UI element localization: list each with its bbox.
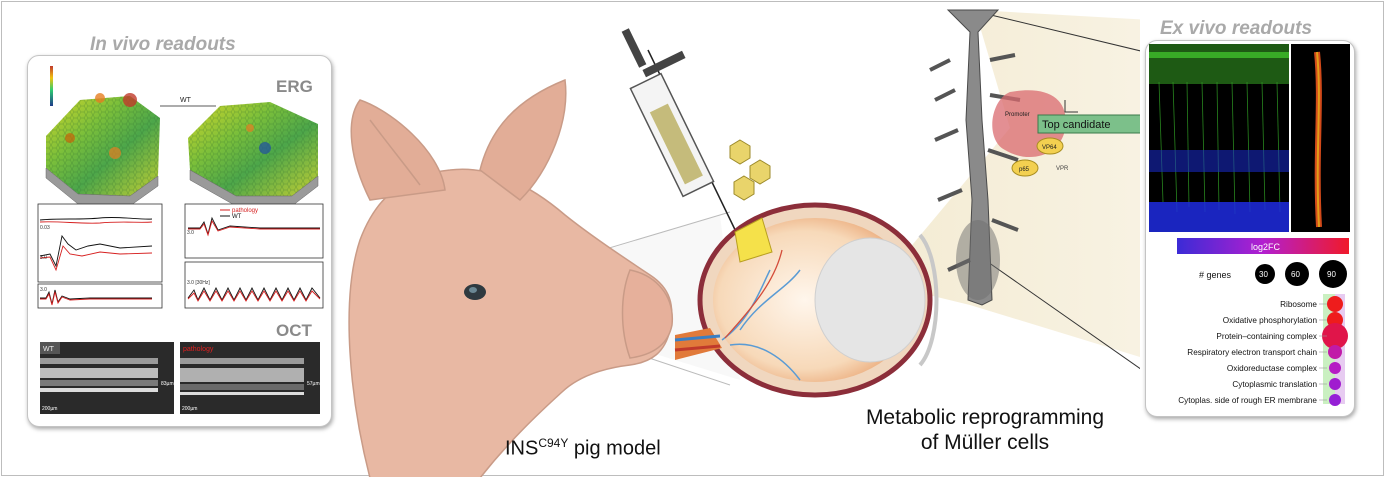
- trace-label: 3.0: [40, 255, 47, 261]
- enrichment-term: Protein–containing complex: [1216, 332, 1317, 341]
- erg-trace-box-3: [184, 203, 324, 259]
- enrichment-term: Oxidative phosphorylation: [1223, 316, 1318, 325]
- legend-wt: WT: [232, 214, 242, 220]
- oct-pathology-image: [180, 342, 320, 414]
- pig-illustration: [348, 78, 673, 477]
- erg-map-label: WT: [180, 97, 192, 104]
- erg-trace-box-1: [37, 203, 163, 283]
- enrichment-term: Ribosome: [1280, 300, 1317, 309]
- syringe-illustration: [621, 28, 741, 241]
- muller-caption-line2: of Müller cells: [920, 431, 1050, 454]
- enrichment-dot: [1322, 323, 1348, 349]
- enrichment-term: Respiratory electron transport chain: [1187, 348, 1317, 357]
- oct-label: OCT: [276, 321, 312, 340]
- trace-label: 3.0: [187, 230, 194, 236]
- erg-trace-box-2: [37, 283, 163, 309]
- enrichment-dot: [1329, 394, 1341, 406]
- exvivo-title: Ex vivo readouts: [1160, 18, 1313, 39]
- pig-caption-prefix: INS: [505, 437, 539, 460]
- promoter-label: Promoter: [1005, 112, 1030, 118]
- erg-label: ERG: [276, 77, 313, 96]
- center-illustration: Top candidate Promoter VP64 p65 VPR: [348, 9, 1140, 477]
- gene-size-30: 30: [1259, 270, 1268, 279]
- enrichment-dot: [1328, 345, 1342, 359]
- enrichment-term: Cytoplas. side of rough ER membrane: [1178, 396, 1317, 405]
- gene-size-90: 90: [1327, 270, 1336, 279]
- top-candidate-label: Top candidate: [1042, 119, 1111, 131]
- oct-pathology-label: pathology: [183, 346, 214, 353]
- gene-size-dot-60: [1285, 262, 1309, 286]
- transcription-construct: [992, 90, 1140, 177]
- pig-model-caption: INSC94Y pig model: [505, 436, 661, 461]
- muller-cell-illustration: [929, 9, 1021, 306]
- colorbar-label: log2FC: [1251, 242, 1281, 252]
- oct-wt-label: WT: [43, 346, 55, 353]
- enrichment-term: Oxidoreductase complex: [1227, 364, 1317, 373]
- genes-label: # genes: [1199, 270, 1232, 280]
- enrichment-dot: [1329, 362, 1341, 374]
- gene-size-dot-90: [1319, 260, 1347, 288]
- oct-wt-image: [40, 342, 174, 414]
- erg-trace-box-4: [184, 261, 324, 309]
- oct-thickness-wt: 83µm: [161, 381, 174, 387]
- legend-pathology: pathology: [232, 208, 258, 214]
- enrichment-term: Cytoplasmic translation: [1232, 380, 1317, 389]
- trace-label: 3.0: [40, 287, 47, 293]
- oct-scale-pathology: 200µm: [182, 406, 197, 412]
- oct-thickness-pathology: 57µm: [307, 381, 320, 387]
- enrichment-dot: [1329, 378, 1341, 390]
- erg-map-wt: [188, 102, 319, 207]
- log2fc-colorbar: [1177, 238, 1349, 254]
- erg-map-pathology: [45, 93, 160, 207]
- gene-size-dot-30: [1255, 264, 1275, 284]
- pig-caption-suffix: pig model: [568, 437, 661, 460]
- enrichment-dot: [1327, 296, 1343, 312]
- p65-label: p65: [1019, 167, 1030, 173]
- immunostaining-image: [1149, 44, 1350, 232]
- erg-colorscale: [50, 66, 53, 106]
- muller-caption: Metabolic reprogramming of Müller cells: [845, 405, 1125, 455]
- aav-particles: [729, 139, 771, 201]
- trace-label: 3.0 [30Hz]: [187, 280, 210, 286]
- vpr-label: VPR: [1056, 166, 1069, 172]
- invivo-graphics: WT 0.03 3.0 3.0 pathology WT 3.0 3.0 [30…: [37, 66, 324, 414]
- trace-label: 0.03: [40, 225, 50, 231]
- eye-cross-section: [674, 202, 939, 398]
- muller-caption-line1: Metabolic reprogramming: [865, 406, 1105, 429]
- exvivo-graphics: log2FC # genes 30 60 90 RibosomeOxidativ…: [1149, 44, 1350, 406]
- enrichment-dots: [1322, 296, 1348, 406]
- pig-caption-superscript: C94Y: [538, 436, 569, 450]
- vp64-label: VP64: [1042, 145, 1057, 151]
- gene-size-60: 60: [1291, 270, 1300, 279]
- oct-scale-wt: 200µm: [42, 406, 57, 412]
- invivo-title: In vivo readouts: [90, 34, 236, 55]
